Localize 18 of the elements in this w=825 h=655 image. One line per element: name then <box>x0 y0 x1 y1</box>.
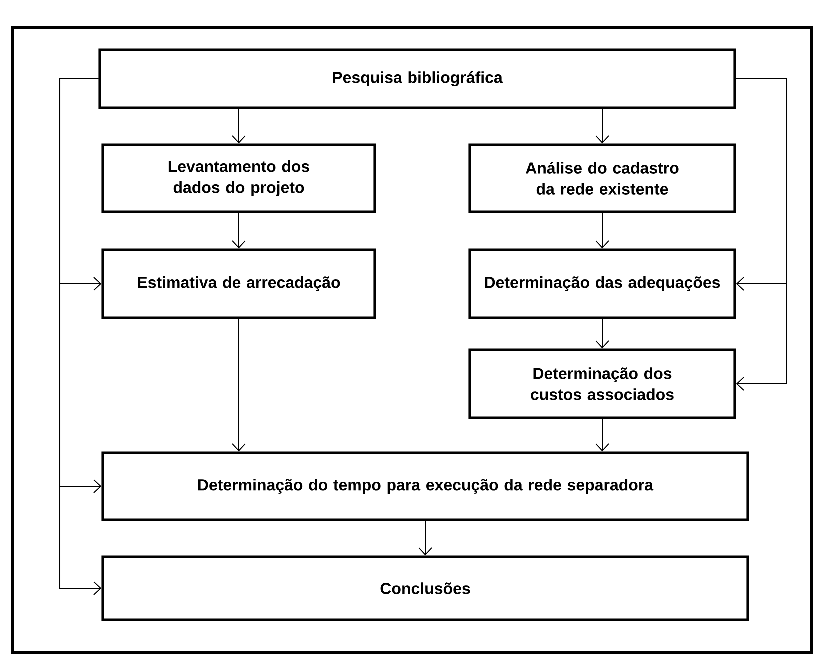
process-box: Determinação das adequações <box>468 248 736 320</box>
process-box: Pesquisa bibliográfica <box>98 48 736 110</box>
process-box: Determinação dos custos associados <box>468 348 736 420</box>
arrow <box>232 318 246 452</box>
arrow <box>596 108 610 144</box>
arrow <box>596 212 610 249</box>
process-box: Conclusões <box>102 556 750 622</box>
arrow <box>596 318 610 349</box>
process-box: Levantamento dos dados do projeto <box>102 144 376 214</box>
arrow <box>736 78 788 391</box>
arrow <box>232 212 246 249</box>
process-box: Análise do cadastro da rede existente <box>468 144 736 214</box>
arrow <box>596 418 610 452</box>
process-box: Estimativa de arrecadação <box>102 248 376 320</box>
arrow <box>60 78 102 596</box>
process-box: Determinação do tempo para execução da rede separadora <box>102 452 750 522</box>
arrow <box>232 108 246 144</box>
arrow <box>418 520 432 556</box>
